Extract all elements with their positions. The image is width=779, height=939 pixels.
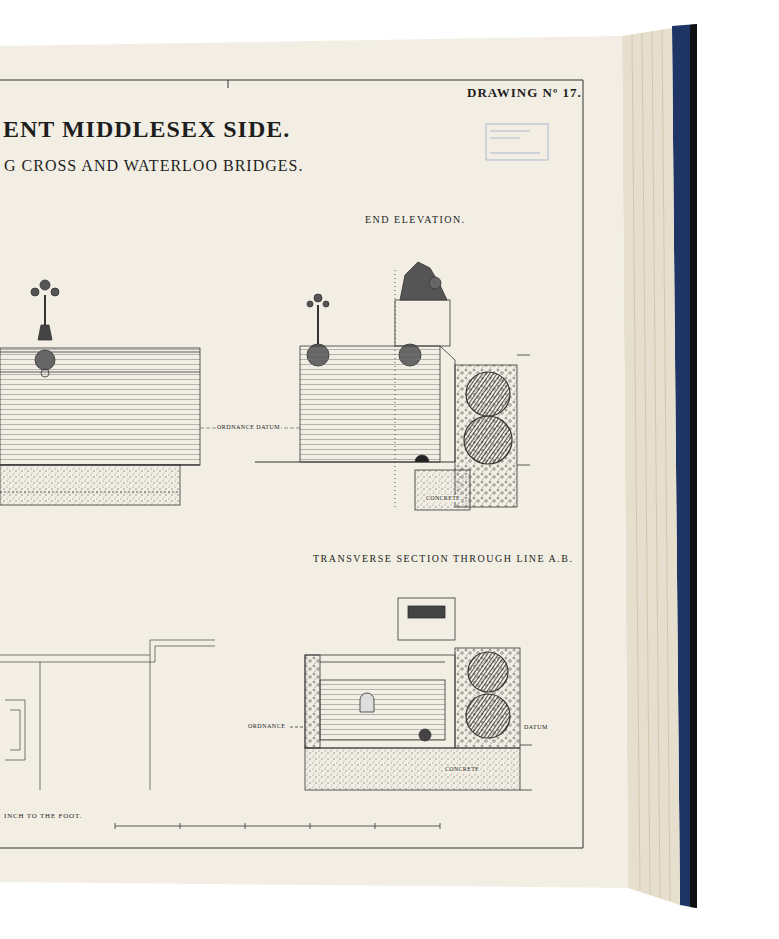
page-edge <box>642 33 650 894</box>
transverse-section <box>290 598 532 790</box>
datum-line <box>290 727 305 728</box>
wall-footing <box>0 465 180 505</box>
level-tick <box>520 745 532 746</box>
view-title: END ELEVATION. <box>364 214 467 225</box>
scale-label: INCH TO THE FOOT. <box>3 813 83 821</box>
page-stack <box>622 28 680 905</box>
datum-label: ORDNANCE <box>247 723 286 730</box>
sheet-title: ENT MIDDLESEX SIDE. <box>3 116 290 142</box>
drain-arch <box>415 455 429 462</box>
dimension-line <box>0 492 180 493</box>
frame-line <box>583 80 584 848</box>
lamp-globe <box>40 280 50 290</box>
page-edge <box>662 30 670 901</box>
wall-face <box>0 348 200 465</box>
material-label: CONCRETE <box>444 766 480 773</box>
lamp-figure <box>38 325 52 340</box>
subway-body <box>305 655 455 748</box>
frame-line <box>0 80 583 81</box>
pedestal-panel <box>408 606 445 618</box>
roof-line <box>320 662 445 663</box>
lamp-post <box>317 305 319 345</box>
plan-fragment <box>0 640 215 790</box>
level-tick <box>517 355 530 356</box>
sheet-frame <box>0 80 583 848</box>
stamp-line <box>490 153 540 154</box>
cover-edge <box>690 24 697 908</box>
plan-line <box>150 655 151 790</box>
sewer-pipe <box>468 652 508 692</box>
drain-pipe <box>419 729 431 741</box>
river-wall-elevation <box>0 280 200 505</box>
frame-line <box>0 848 583 849</box>
string-course <box>0 372 200 373</box>
plan-line <box>40 662 41 790</box>
scale-tick <box>115 823 116 829</box>
library-stamp <box>486 124 548 160</box>
sewer-pipe <box>464 416 512 464</box>
level-tick <box>520 790 532 791</box>
statue <box>400 262 447 300</box>
lion-head <box>35 350 55 370</box>
book-page <box>0 36 628 888</box>
pipe-arch <box>360 693 374 712</box>
drawing-number: DRAWING Nº 17. <box>466 86 583 100</box>
level-tick <box>517 465 530 466</box>
lamp-globe <box>51 288 59 296</box>
scale-line <box>115 826 440 827</box>
material-label: CONCRETE <box>425 495 461 502</box>
end-elevation <box>255 262 530 510</box>
stamp-box <box>486 124 548 160</box>
frame-tick <box>228 80 229 88</box>
scale-tick <box>180 823 181 829</box>
stamp-line <box>490 131 530 132</box>
page-edge <box>652 31 660 898</box>
mooring-ring <box>41 369 49 377</box>
scale-tick <box>310 823 311 829</box>
page-edge <box>632 35 640 890</box>
foundation <box>305 748 520 790</box>
subway-chamber <box>320 680 445 740</box>
plan-outline <box>0 646 215 662</box>
datum-label: DATUM <box>523 724 549 731</box>
view-title: TRANSVERSE SECTION THROUGH LINE A.B. <box>312 553 575 564</box>
plan-steps <box>5 700 25 760</box>
parapet-line <box>0 352 200 353</box>
pedestal <box>398 598 455 640</box>
scale-tick <box>245 823 246 829</box>
lamp-globe <box>323 301 329 307</box>
stamp-line <box>490 138 520 139</box>
lamp-globe <box>429 277 441 289</box>
wall-footing <box>415 470 470 510</box>
scale-tick <box>375 823 376 829</box>
sewer-casing <box>455 648 520 748</box>
lamp-globe <box>307 301 313 307</box>
wall-batter <box>440 346 455 462</box>
sheet-subtitle: G CROSS AND WATERLOO BRIDGES. <box>3 157 304 175</box>
pedestal <box>395 300 450 346</box>
retaining-wall <box>305 655 320 748</box>
scale-tick <box>440 823 441 829</box>
datum-label: ORDNANCE DATUM <box>216 424 281 431</box>
wall-face <box>300 346 440 462</box>
page-edges <box>632 30 670 901</box>
dimension-line <box>395 270 396 510</box>
sewer-pipe <box>466 694 510 738</box>
scale-bar <box>115 823 440 829</box>
sewer-pipe <box>466 372 510 416</box>
plan-outline <box>0 640 215 655</box>
lamp-globe <box>314 294 322 302</box>
lamp-globe <box>31 288 39 296</box>
